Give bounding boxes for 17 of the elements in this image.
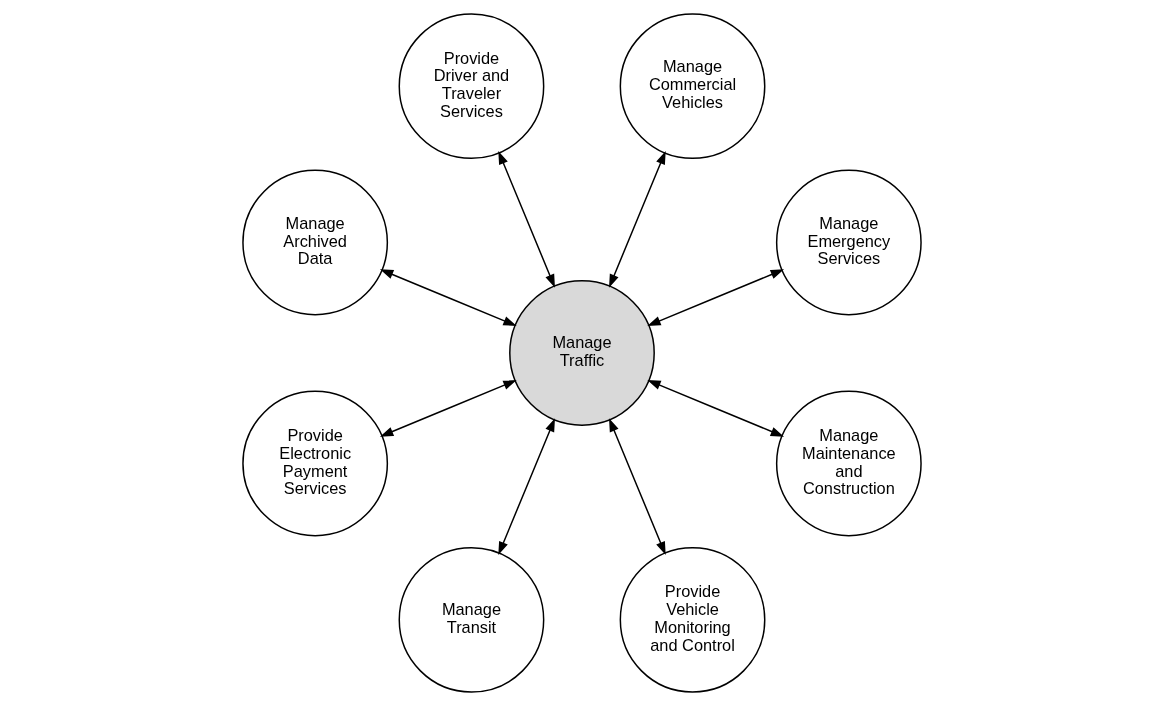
- arrow: [497, 150, 555, 288]
- node-circle: Provide Driver and Traveler Services: [398, 13, 544, 160]
- node-circle: Manage Traffic: [508, 280, 655, 426]
- arrow: [379, 380, 517, 437]
- node-circle: Manage Commercial Vehicles: [619, 13, 765, 160]
- node-circle: Provide Vehicle Monitoring and Control: [619, 546, 765, 693]
- node-circle: Manage Emergency Services: [775, 169, 922, 316]
- arrow: [497, 418, 555, 556]
- node-circle: Manage Maintenance and Construction: [775, 390, 922, 537]
- node-circle: Manage Transit: [398, 546, 544, 693]
- arrow: [379, 269, 517, 326]
- arrow: [608, 150, 666, 288]
- arrow: [646, 380, 784, 437]
- arrow: [646, 269, 784, 326]
- arrow: [608, 418, 666, 556]
- node-circle: Provide Electronic Payment Services: [241, 390, 388, 537]
- node-circle: Manage Archived Data: [241, 169, 388, 316]
